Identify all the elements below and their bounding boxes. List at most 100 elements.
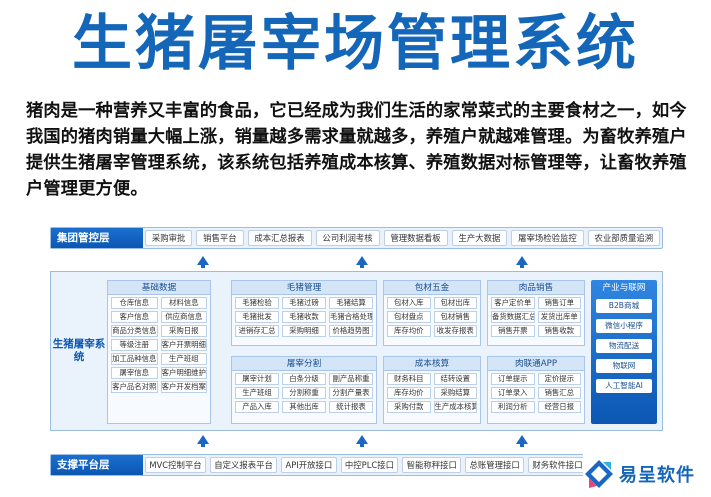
module-cell: 毛猪合格处理 <box>329 311 373 323</box>
arrow-up-icon <box>516 435 528 447</box>
module-cell: 销售收款 <box>537 325 581 337</box>
support-layer-label: 支撑平台层 <box>51 455 143 475</box>
module-cost-accounting: 成本核算 财务科目 结转设置 库存均价 采购结算 采购付款 生产成本核算 <box>383 356 481 424</box>
support-item: 总账管理接口 <box>465 457 525 473</box>
module-cell: 白条分级 <box>282 373 326 385</box>
module-cell: 客户开发档案 <box>160 381 207 393</box>
module-industry-network: 产业与联网 B2B商城 微信小程序 物流配送 物联网 人工智能AI <box>591 280 657 424</box>
module-title: 成本核算 <box>384 357 480 371</box>
module-cell: 毛猪收款 <box>282 311 326 323</box>
support-item: 智能称秤接口 <box>402 457 462 473</box>
module-cell: 库存均价 <box>387 325 431 337</box>
page-title: 生猪屠宰场管理系统 <box>72 9 639 79</box>
module-cell: 订单提示 <box>491 373 535 385</box>
logo-icon <box>583 458 615 490</box>
module-title: 产业与联网 <box>602 283 646 293</box>
group-item: 管理数据看板 <box>383 230 448 246</box>
group-control-layer: 集团管控层 采购审批 销售平台 成本汇总报表 公司利润考核 管理数据看板 生产大… <box>50 227 663 249</box>
support-item: API开放接口 <box>281 457 337 473</box>
module-cell: 生产班组 <box>160 353 207 365</box>
module-cell: 副产品称重 <box>329 373 373 385</box>
support-layer-items: MVC控制平台 自定义报表平台 API开放接口 中控PLC接口 智能称秤接口 总… <box>145 457 587 473</box>
module-cell: 加工品种信息 <box>111 353 158 365</box>
module-cell: 采购明细 <box>282 325 326 337</box>
module-cell: 发货出库单 <box>537 311 581 323</box>
intro-paragraph: 猪肉是一种营养又丰富的食品，它已经成为我们生活的家常菜式的主要食材之一，如今我国… <box>26 101 687 199</box>
module-meat-app: 肉联通APP 订单提示 定价提示 订单录入 销售汇总 利润分析 经营日报 <box>487 356 585 424</box>
module-cell: 屠宰计划 <box>235 373 279 385</box>
iot-item: B2B商城 <box>596 299 652 313</box>
support-platform-layer: 支撑平台层 MVC控制平台 自定义报表平台 API开放接口 中控PLC接口 智能… <box>50 454 590 476</box>
module-cell: 其他出库 <box>282 401 326 413</box>
arrow-up-icon <box>197 435 209 447</box>
module-title: 毛猪管理 <box>232 281 376 295</box>
module-cell: 采购日报 <box>160 325 207 337</box>
logo-text: 易呈软件 <box>619 465 695 486</box>
module-cell: 客户信息 <box>111 311 158 323</box>
module-cell: 结转设置 <box>433 373 477 385</box>
brand-logo: 易呈软件 <box>583 454 703 494</box>
module-cell: 经营日报 <box>537 401 581 413</box>
module-cell: 备货数据汇总 <box>491 311 535 323</box>
group-item: 公司利润考核 <box>315 230 380 246</box>
group-item: 屠宰场检验监控 <box>511 230 584 246</box>
module-cell: 采购付款 <box>387 401 431 413</box>
group-layer-label: 集团管控层 <box>51 228 143 248</box>
module-cell: 收发存报表 <box>433 325 477 337</box>
module-cell: 客户定价单 <box>491 297 535 309</box>
module-title: 屠宰分割 <box>232 357 376 371</box>
module-cell: 客户明细维护 <box>160 367 207 379</box>
module-title: 肉品销售 <box>488 281 584 295</box>
module-cell: 供应商信息 <box>160 311 207 323</box>
arrow-up-icon <box>516 256 528 268</box>
module-packaging: 包材五金 包材入库 包材出库 包材盘点 包材销售 库存均价 收发存报表 <box>383 280 481 346</box>
module-cell: 客户品名对照 <box>111 381 158 393</box>
module-cell: 包材入库 <box>387 297 431 309</box>
system-label: 生猪屠宰系统 <box>52 338 106 363</box>
module-cell: 商品分类信息 <box>111 325 158 337</box>
module-cell: 材料信息 <box>160 297 207 309</box>
module-cell: 财务科目 <box>387 373 431 385</box>
module-cell: 销售开票 <box>491 325 535 337</box>
module-cell: 分割产量表 <box>329 387 373 399</box>
module-cell: 订单录入 <box>491 387 535 399</box>
module-cell: 分割称重 <box>282 387 326 399</box>
module-cell: 进销存汇总 <box>235 325 279 337</box>
module-cell: 产品入库 <box>235 401 279 413</box>
module-cell: 生产班组 <box>235 387 279 399</box>
arrow-up-icon <box>356 256 368 268</box>
module-cell: 包材销售 <box>433 311 477 323</box>
module-title: 包材五金 <box>384 281 480 295</box>
module-title: 肉联通APP <box>488 357 584 371</box>
arrow-up-icon <box>197 256 209 268</box>
support-item: 财务软件接口 <box>528 457 587 473</box>
module-cell: 包材出库 <box>433 297 477 309</box>
module-basic-data: 基础数据 仓库信息 材料信息 客户信息 供应商信息 商品分类信息 采购日报 等级… <box>107 280 211 424</box>
module-cell: 毛猪检验 <box>235 297 279 309</box>
module-slaughter-cutting: 屠宰分割 屠宰计划 白条分级 副产品称重 生产班组 分割称重 分割产量表 产品入… <box>231 356 377 424</box>
module-cell: 利润分析 <box>491 401 535 413</box>
group-item: 生产大数据 <box>451 230 508 246</box>
module-meat-sales: 肉品销售 客户定价单 销售订单 备货数据汇总 发货出库单 销售开票 销售收款 <box>487 280 585 346</box>
module-title: 基础数据 <box>108 281 210 295</box>
module-cell: 库存均价 <box>387 387 431 399</box>
module-cell: 毛猪批发 <box>235 311 279 323</box>
module-cell: 定价提示 <box>537 373 581 385</box>
module-cell: 销售汇总 <box>537 387 581 399</box>
group-item: 销售平台 <box>196 230 244 246</box>
module-cell: 生产成本核算 <box>433 401 477 413</box>
module-cell: 销售订单 <box>537 297 581 309</box>
module-cell: 采购结算 <box>433 387 477 399</box>
support-item: 自定义报表平台 <box>209 457 278 473</box>
module-cell: 客户开票明细 <box>160 339 207 351</box>
iot-item: 物联网 <box>596 359 652 373</box>
module-cell: 等级注册 <box>111 339 158 351</box>
support-item: MVC控制平台 <box>145 457 206 473</box>
group-item: 成本汇总报表 <box>247 230 312 246</box>
group-item: 农业部质量追溯 <box>587 230 660 246</box>
module-cell: 价格趋势图 <box>329 325 373 337</box>
iot-item: 微信小程序 <box>596 319 652 333</box>
module-cell: 统计报表 <box>329 401 373 413</box>
iot-item: 物流配送 <box>596 339 652 353</box>
module-hog-management: 毛猪管理 毛猪检验 毛猪过磅 毛猪结算 毛猪批发 毛猪收款 毛猪合格处理 进销存… <box>231 280 377 346</box>
